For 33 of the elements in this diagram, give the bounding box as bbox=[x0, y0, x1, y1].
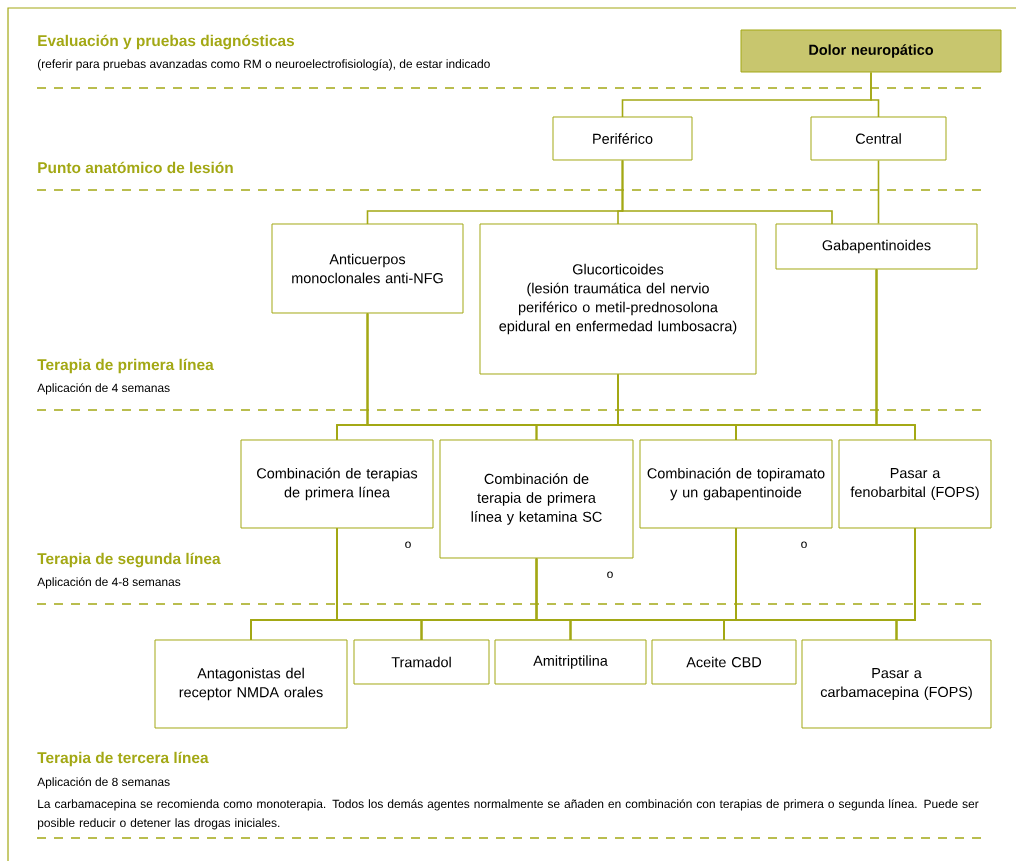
process-box: Pasar a carbamacepina (FOPS) bbox=[801, 639, 992, 729]
process-box: Aceite CBD bbox=[651, 639, 797, 685]
process-box: Combinación de terapia de primera línea y ketamina SC bbox=[439, 439, 634, 559]
process-box: Anticuerpos monoclonales anti-NFG bbox=[271, 223, 464, 314]
section-heading: Terapia de segunda línea bbox=[37, 552, 221, 568]
process-box: Central bbox=[810, 116, 947, 161]
section-heading: Terapia de primera línea bbox=[37, 358, 214, 374]
note-text: La carbamacepina se recomienda como monoterapia. Todos los demás agentes normalmente se añaden en combinación con terapias de primera o segunda línea. Puede ser posible reducir o detener las drogas iniciales. bbox=[37, 799, 979, 830]
connector-line bbox=[621, 159, 833, 225]
process-box: Glucorticoides (lesión traumática del nervio periférico o metil-prednosolona epidural en enfermedad lumbosacra) bbox=[479, 223, 757, 375]
section-heading: Punto anatómico de lesión bbox=[38, 161, 233, 174]
process-box: Combinación de terapias de primera línea bbox=[240, 439, 434, 529]
section-heading: Evaluación y pruebas diagnósticas bbox=[38, 34, 294, 50]
section-note: Aplicación de 8 semanas bbox=[37, 777, 170, 789]
connector-line bbox=[875, 268, 916, 441]
section-note: Aplicación de 4-8 semanas bbox=[37, 577, 181, 589]
process-box: Periférico bbox=[552, 116, 693, 161]
section-heading: Terapia de tercera línea bbox=[37, 751, 209, 767]
process-box: Amitriptilina bbox=[494, 639, 647, 685]
connector-line bbox=[877, 159, 880, 225]
connector-line bbox=[895, 527, 916, 641]
section-note: Aplicación de 4 semanas bbox=[37, 383, 170, 395]
process-box: Pasar a fenobarbital (FOPS) bbox=[838, 439, 992, 529]
process-box: Antagonistas del receptor NMDA orales bbox=[154, 639, 348, 729]
or-label: o bbox=[405, 541, 411, 549]
or-label: o bbox=[607, 571, 613, 579]
process-box: Gabapentinoides bbox=[775, 223, 978, 270]
process-box: Tramadol bbox=[353, 639, 490, 685]
process-box: Combinación de topiramato y un gabapentinoide bbox=[639, 439, 833, 529]
connector-line bbox=[870, 71, 880, 118]
section-note: (referir para pruebas avanzadas como RM o neuroelectrofisiología), de estar indicado bbox=[37, 59, 490, 71]
process-box: Dolor neuropático bbox=[740, 29, 1002, 73]
or-label: o bbox=[801, 541, 807, 549]
